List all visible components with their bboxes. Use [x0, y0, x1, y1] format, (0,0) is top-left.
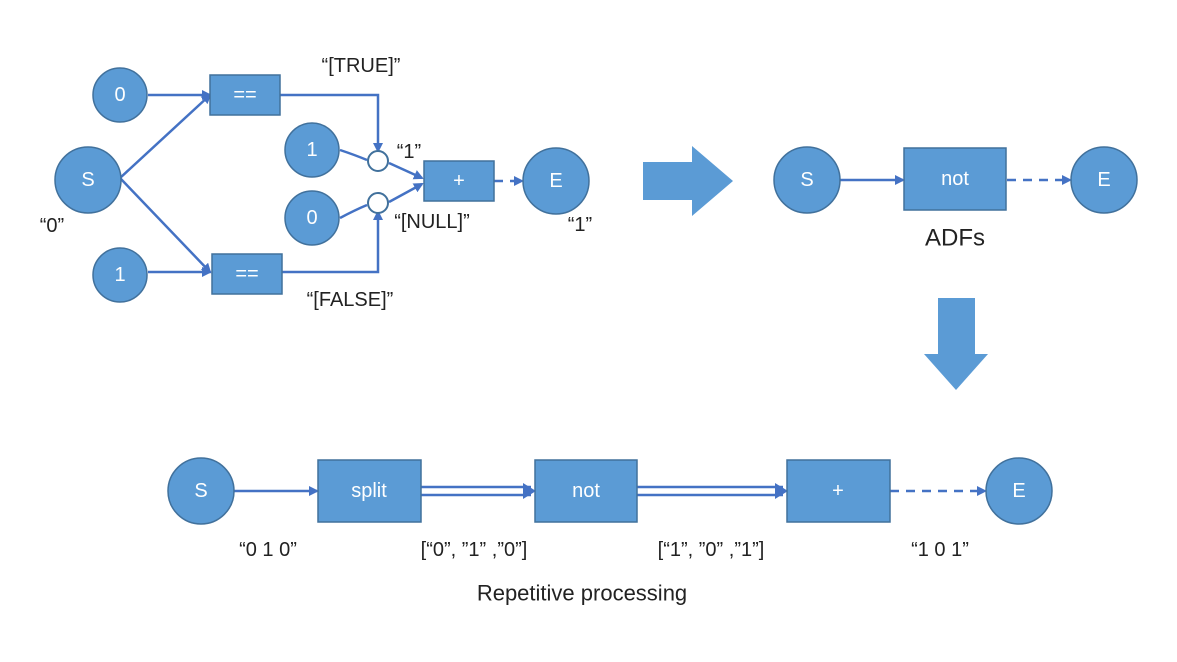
left-const0-node — [284, 190, 340, 246]
left-equals-top-node — [209, 74, 281, 116]
left-graph-labels: “[TRUE]” “1” “[NULL]” “0” “1” “[FALSE]” — [40, 55, 592, 311]
false-output-label: “[FALSE]” — [307, 289, 394, 311]
down-arrow-icon — [924, 298, 988, 390]
rep-end-node — [985, 457, 1053, 525]
left-plus-node — [423, 160, 495, 202]
left-const1-node — [284, 122, 340, 178]
left-const0-label: 0 — [306, 207, 317, 229]
adf-not-label: not — [941, 168, 969, 190]
rep-not-label: not — [572, 480, 600, 502]
adfs-caption: ADFs — [925, 225, 985, 252]
selector-junction-top — [367, 150, 389, 172]
selected-one-label: “1” — [397, 141, 421, 163]
left-equals-top-label: == — [233, 84, 256, 106]
rep-start-node — [167, 457, 235, 525]
edge-eq-bottom-to-junction — [280, 210, 383, 274]
edge-c0-to-junction — [339, 203, 368, 220]
left-equals-bottom-label: == — [235, 263, 258, 285]
left-equals-bottom-node — [211, 253, 283, 295]
rep-output-label: “1 0 1” — [911, 539, 969, 561]
rep-after-not-label: [“1”, ”0” ,”1”] — [658, 539, 765, 561]
adf-not-node — [903, 147, 1007, 211]
rep-after-split-label: [“0”, ”1” ,”0”] — [421, 539, 528, 561]
edge-junction-top-to-plus — [388, 161, 424, 180]
left-end-label: E — [549, 170, 562, 192]
left-start-label: S — [81, 169, 94, 191]
left-start-node — [54, 146, 122, 214]
left-input0-node — [92, 67, 148, 123]
edge-rep-split-to-not-head — [523, 483, 536, 499]
edge-s-to-eq-top — [119, 93, 212, 179]
left-input0-label: 0 — [114, 84, 125, 106]
left-graph-nodes: 0 S 1 == == 1 0 + E — [54, 67, 590, 303]
rep-start-label: S — [194, 480, 207, 502]
selector-junction-bottom — [367, 192, 389, 214]
left-input1-label: 1 — [114, 264, 125, 286]
left-graph-edges — [119, 90, 524, 277]
left-input1-node — [92, 247, 148, 303]
left-plus-label: + — [453, 170, 465, 192]
edge-junction-bottom-to-plus — [388, 182, 424, 204]
adf-end-node — [1070, 146, 1138, 214]
rep-input-label: “0 1 0” — [239, 539, 297, 561]
rep-end-label: E — [1012, 480, 1025, 502]
end-output-label: “1” — [568, 214, 592, 236]
repetitive-caption: Repetitive processing — [477, 581, 687, 606]
rep-plus-node — [786, 459, 891, 523]
rep-plus-label: + — [832, 480, 844, 502]
edge-s-to-eq-bottom — [119, 177, 212, 274]
rep-split-label: split — [351, 480, 387, 502]
rep-split-node — [317, 459, 422, 523]
left-end-node — [522, 147, 590, 215]
edge-eq-top-to-junction — [280, 93, 383, 153]
right-arrow-icon — [643, 146, 733, 216]
start-input-label: “0” — [40, 215, 64, 237]
null-output-label: “[NULL]” — [394, 211, 470, 233]
edge-c1-to-junction — [339, 148, 368, 162]
adf-end-label: E — [1097, 169, 1110, 191]
repetitive-graph: S split not + E “0 1 0” [“0”, ”1” ,”0”] … — [167, 457, 1053, 606]
true-output-label: “[TRUE]” — [322, 55, 401, 77]
adf-start-label: S — [800, 169, 813, 191]
left-const1-label: 1 — [306, 139, 317, 161]
adf-start-node — [773, 146, 841, 214]
rep-not-node — [534, 459, 638, 523]
edge-rep-not-to-plus-head — [775, 483, 788, 499]
adf-graph: S not E ADFs — [773, 146, 1138, 252]
